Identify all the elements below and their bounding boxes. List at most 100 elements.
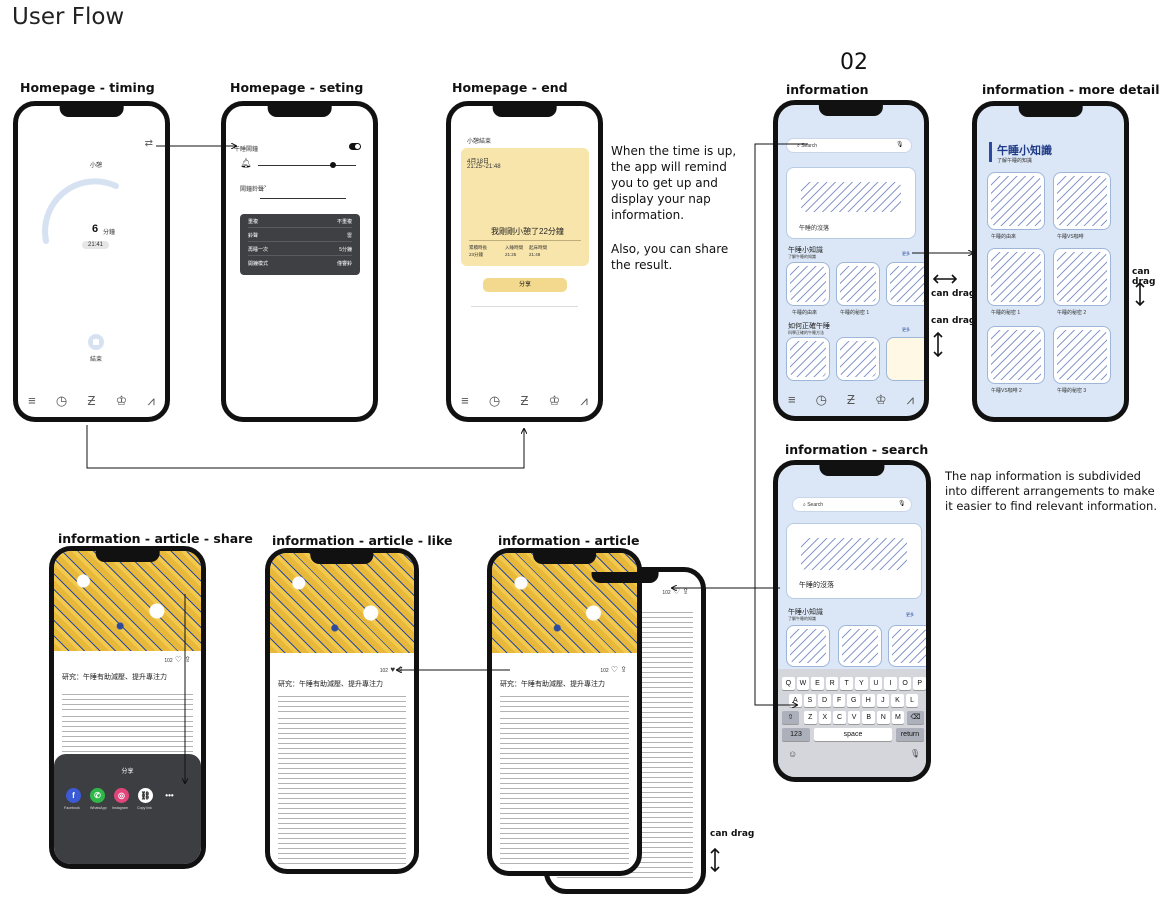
chevron-right-icon[interactable]: ›	[264, 184, 266, 190]
key-w[interactable]: W	[796, 677, 810, 690]
key-h[interactable]: H	[862, 694, 875, 707]
like-share-icons[interactable]: 102 ♡ ⇪	[164, 655, 191, 664]
menu-icon[interactable]: ≡	[788, 392, 796, 407]
search-input[interactable]: ⌕ Search	[786, 138, 912, 153]
info-tile[interactable]	[987, 326, 1045, 384]
key-f[interactable]: F	[832, 694, 846, 707]
share-app-label: WhatsApp	[90, 806, 107, 810]
facebook-icon[interactable]: f	[66, 788, 81, 803]
info-tile[interactable]	[786, 625, 830, 667]
shift-key[interactable]: ⇧	[782, 711, 799, 724]
crown-icon[interactable]: ♔	[874, 392, 887, 407]
stop-button[interactable]	[88, 334, 104, 350]
more-link[interactable]: 更多	[902, 327, 910, 332]
key-y[interactable]: Y	[855, 677, 868, 690]
menu-icon[interactable]: ≡	[28, 393, 36, 408]
swap-icon[interactable]: ⇄	[144, 138, 153, 149]
more-icon[interactable]: •••	[165, 791, 174, 800]
key-n[interactable]: N	[877, 711, 890, 724]
key-u[interactable]: U	[869, 677, 883, 690]
label-homepage-timing: Homepage - timing	[20, 80, 155, 95]
info-tile[interactable]	[838, 625, 882, 667]
key-p[interactable]: P	[913, 677, 926, 690]
dictation-icon[interactable]: 🎙︎	[910, 749, 921, 758]
search-input[interactable]: ⌕ Search	[792, 497, 912, 512]
info-tile[interactable]	[987, 248, 1045, 306]
info-tile[interactable]	[987, 172, 1045, 230]
info-tile[interactable]	[1053, 326, 1111, 384]
sleep-icon[interactable]: Ƶ	[520, 393, 529, 408]
return-key[interactable]: return	[896, 728, 924, 741]
emoji-icon[interactable]: ☺	[788, 749, 798, 759]
key-e[interactable]: E	[811, 677, 824, 690]
clock-icon[interactable]: ◷	[55, 393, 68, 408]
key-g[interactable]: G	[847, 694, 860, 707]
clock-icon[interactable]: ◷	[488, 393, 501, 408]
sleep-icon[interactable]: Ƶ	[846, 392, 855, 407]
instagram-icon[interactable]: ◎	[114, 788, 129, 803]
link-icon[interactable]: ⛓	[138, 788, 153, 803]
more-link[interactable]: 更多	[906, 612, 914, 617]
phone-notch	[818, 105, 884, 116]
whatsapp-icon[interactable]: ✆	[90, 788, 105, 803]
stop-label: 結束	[90, 357, 103, 363]
info-tile[interactable]	[886, 337, 924, 381]
key-q[interactable]: Q	[782, 677, 795, 690]
tile-label: 午睡的秘密 3	[1057, 388, 1087, 394]
info-tile[interactable]	[786, 262, 830, 306]
key-i[interactable]: I	[884, 677, 897, 690]
space-key[interactable]: space	[814, 728, 892, 741]
featured-banner[interactable]: 午睡的沒落	[786, 167, 916, 239]
key-t[interactable]: T	[840, 677, 853, 690]
number-key[interactable]: 123	[782, 728, 810, 741]
info-tile[interactable]	[888, 625, 926, 667]
key-s[interactable]: S	[803, 694, 817, 707]
more-link[interactable]: 更多	[902, 251, 910, 256]
info-tile[interactable]	[836, 262, 880, 306]
key-x[interactable]: X	[818, 711, 832, 724]
featured-banner[interactable]: 午睡的沒落	[786, 523, 922, 599]
info-tile[interactable]	[786, 337, 830, 381]
chart-icon[interactable]: ⩘	[906, 392, 914, 407]
key-k[interactable]: K	[891, 694, 904, 707]
key-o[interactable]: O	[898, 677, 912, 690]
key-c[interactable]: C	[833, 711, 846, 724]
menu-row[interactable]: 鈴聲雷	[248, 230, 352, 242]
like-share-icons[interactable]: 102 ♡ ⇪	[600, 665, 627, 674]
microphone-icon[interactable]: 🎙︎	[898, 501, 906, 507]
crown-icon[interactable]: ♔	[115, 393, 128, 408]
volume-slider[interactable]	[258, 165, 356, 166]
key-r[interactable]: R	[825, 677, 839, 690]
alarm-toggle[interactable]	[349, 143, 361, 150]
volume-slider-thumb[interactable]	[330, 162, 336, 168]
sleep-icon[interactable]: Ƶ	[87, 393, 96, 408]
tile-label: 午睡的秘密 1	[840, 310, 870, 316]
chart-icon[interactable]: ⩘	[580, 393, 588, 408]
article-title: 研究：午睡有助減壓、提升專注力	[62, 674, 167, 681]
key-d[interactable]: D	[818, 694, 831, 707]
key-v[interactable]: V	[847, 711, 861, 724]
key-z[interactable]: Z	[804, 711, 817, 724]
share-result-button[interactable]: 分享	[483, 278, 567, 292]
info-tile[interactable]	[886, 262, 924, 306]
section-number: 02	[840, 50, 868, 75]
backspace-key[interactable]: ⌫	[907, 711, 924, 724]
menu-icon[interactable]: ≡	[461, 393, 469, 408]
key-j[interactable]: J	[876, 694, 890, 707]
key-l[interactable]: L	[905, 694, 919, 707]
info-tile[interactable]	[1053, 248, 1111, 306]
info-tile[interactable]	[1053, 172, 1111, 230]
menu-row[interactable]: 重複不重複	[248, 216, 352, 228]
crown-icon[interactable]: ♔	[548, 393, 561, 408]
key-m[interactable]: M	[891, 711, 905, 724]
chart-icon[interactable]: ⩘	[147, 393, 155, 408]
microphone-icon[interactable]: 🎙︎	[896, 142, 904, 148]
info-tile[interactable]	[836, 337, 880, 381]
menu-row[interactable]: 開鐘模式僅響鈴	[248, 261, 352, 267]
clock-icon[interactable]: ◷	[815, 392, 827, 407]
like-share-icons[interactable]: 102 ♡ ⇪	[662, 587, 689, 596]
phone-notch	[492, 106, 557, 117]
key-b[interactable]: B	[862, 711, 875, 724]
